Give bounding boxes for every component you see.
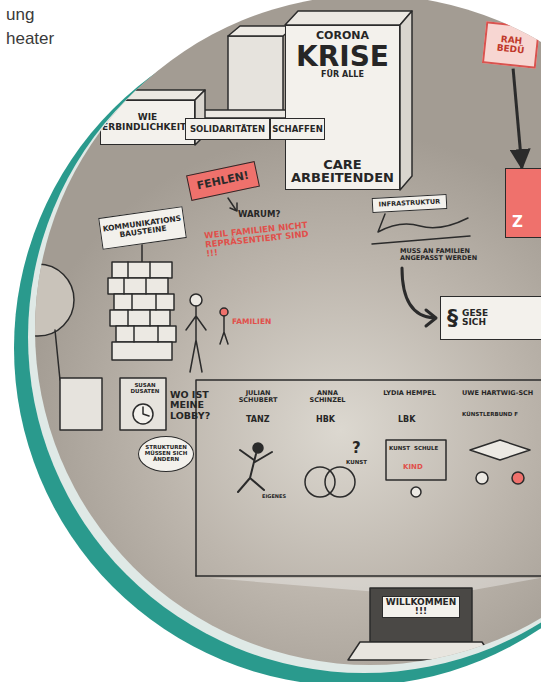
brick-wall: [108, 262, 176, 360]
question-text: WARUM?: [238, 210, 288, 219]
node-text: SOLIDARITÄTEN: [190, 125, 265, 134]
speaker-name: ANNA SCHINZEL: [300, 390, 355, 404]
speech-bubble: STRUKTUREN MÜSSEN SICH ÄNDERN: [138, 436, 194, 472]
person-head: [512, 472, 524, 484]
panel-outline: [196, 575, 541, 577]
sketch-note: KUNST: [346, 460, 382, 466]
school-sketch: [386, 440, 446, 480]
dancer-head: [253, 443, 263, 453]
speaker-box: [60, 378, 102, 430]
node-text: GESE SICH: [462, 309, 496, 328]
law-box: §GESE SICH: [440, 296, 541, 340]
sketch-note: EIGENES: [262, 494, 302, 499]
beam-box: SOLIDARITÄTEN: [185, 118, 270, 140]
red-note: WEIL FAMILIEN NICHT REPRÄSENTIERT SIND !…: [204, 221, 311, 259]
laptop-base: [348, 642, 494, 660]
node-text: CORONA: [316, 30, 369, 42]
connector-arrow: [513, 69, 522, 168]
book-sketch: [470, 440, 530, 460]
warning-sign: FEHLEN!: [186, 161, 260, 201]
person-head: [190, 294, 202, 306]
node-text: WILLKOMMEN !!!: [385, 598, 457, 617]
node-text: INFRASTRUKTUR: [379, 198, 441, 208]
sign-box: KOMMUNIKATIONS BAUSTEINE: [98, 206, 187, 250]
box-side: [400, 11, 412, 190]
speaker-field: LBK: [398, 416, 428, 425]
node-text: STRUKTUREN MÜSSEN SICH ÄNDERN: [143, 445, 189, 462]
label-plate: INFRASTRUKTUR: [372, 194, 448, 213]
question-mark: ?: [352, 440, 368, 456]
clock-icon: [133, 404, 153, 424]
node-text: CARE ARBEITENDEN: [290, 158, 395, 185]
speaker-field: HBK: [316, 416, 346, 425]
venn-circle: [325, 467, 355, 497]
figure-circle: [2, 264, 74, 336]
welcome-screen: WILLKOMMEN !!!: [382, 596, 460, 618]
landscape-lines: [372, 214, 470, 244]
process-box: WIE VERBINDLICHKEITEN: [100, 100, 195, 145]
red-note: FAMILIEN: [232, 318, 282, 326]
person-body: [186, 306, 206, 372]
node-text: KOMMUNIKATIONS BAUSTEINE: [102, 215, 182, 242]
node-text: KRISE: [296, 42, 389, 71]
node-text: SCHAFFEN: [272, 125, 323, 134]
cropped-text: heater: [6, 30, 76, 48]
back-box: [228, 36, 283, 114]
sign-post: [141, 244, 143, 262]
node-text: FEHLEN!: [196, 170, 250, 192]
box-top: [100, 90, 205, 100]
framed-sign: RAH BEDÜ: [482, 21, 540, 68]
beam-box: SCHAFFEN: [270, 118, 325, 140]
child-head: [220, 308, 228, 316]
clock-hands: [143, 407, 149, 416]
arrow-head: [426, 310, 436, 326]
child-head: [411, 487, 421, 497]
dancer-body: [238, 450, 272, 492]
pointer-arrow: [228, 198, 236, 210]
node-text: RAH BEDÜ: [487, 33, 535, 57]
person-head: [476, 472, 488, 484]
note-text: MUSS AN FAMILIEN ANGEPASST WERDEN: [400, 248, 488, 262]
curved-arrow: [402, 268, 434, 318]
crisis-box: CORONAKRISEFÜR ALLE CARE ARBEITENDEN: [285, 25, 400, 190]
speaker-field: TANZ: [246, 416, 286, 425]
arrow-head: [230, 203, 237, 211]
brick-joints: [124, 262, 158, 342]
node-text: §: [447, 306, 458, 329]
speaker-quote: WO IST MEINE LOBBY?: [170, 390, 228, 421]
red-note: KIND: [403, 464, 433, 472]
panel-outline: [196, 380, 541, 576]
figure-legs: [20, 330, 60, 380]
speaker-name: SUSAN DUSATEN: [122, 383, 168, 395]
cropped-text: ung: [6, 6, 66, 24]
node-text: FÜR ALLE: [321, 71, 364, 79]
speaker-name: UWE HARTWIG-SCH: [462, 390, 541, 397]
laptop-screen: [370, 588, 472, 642]
sketch-note: SCHULE: [414, 446, 446, 452]
venn-circle: [305, 467, 335, 497]
node-text: Z: [512, 215, 523, 231]
speaker-name: LYDIA HEMPEL: [382, 390, 437, 397]
speaker-field: KÜNSTLERBUND F: [462, 412, 541, 418]
red-box: Z: [505, 168, 541, 238]
speaker-name: JULIAN SCHUBERT: [228, 390, 288, 404]
child-body: [220, 316, 228, 344]
box-top: [285, 11, 412, 25]
